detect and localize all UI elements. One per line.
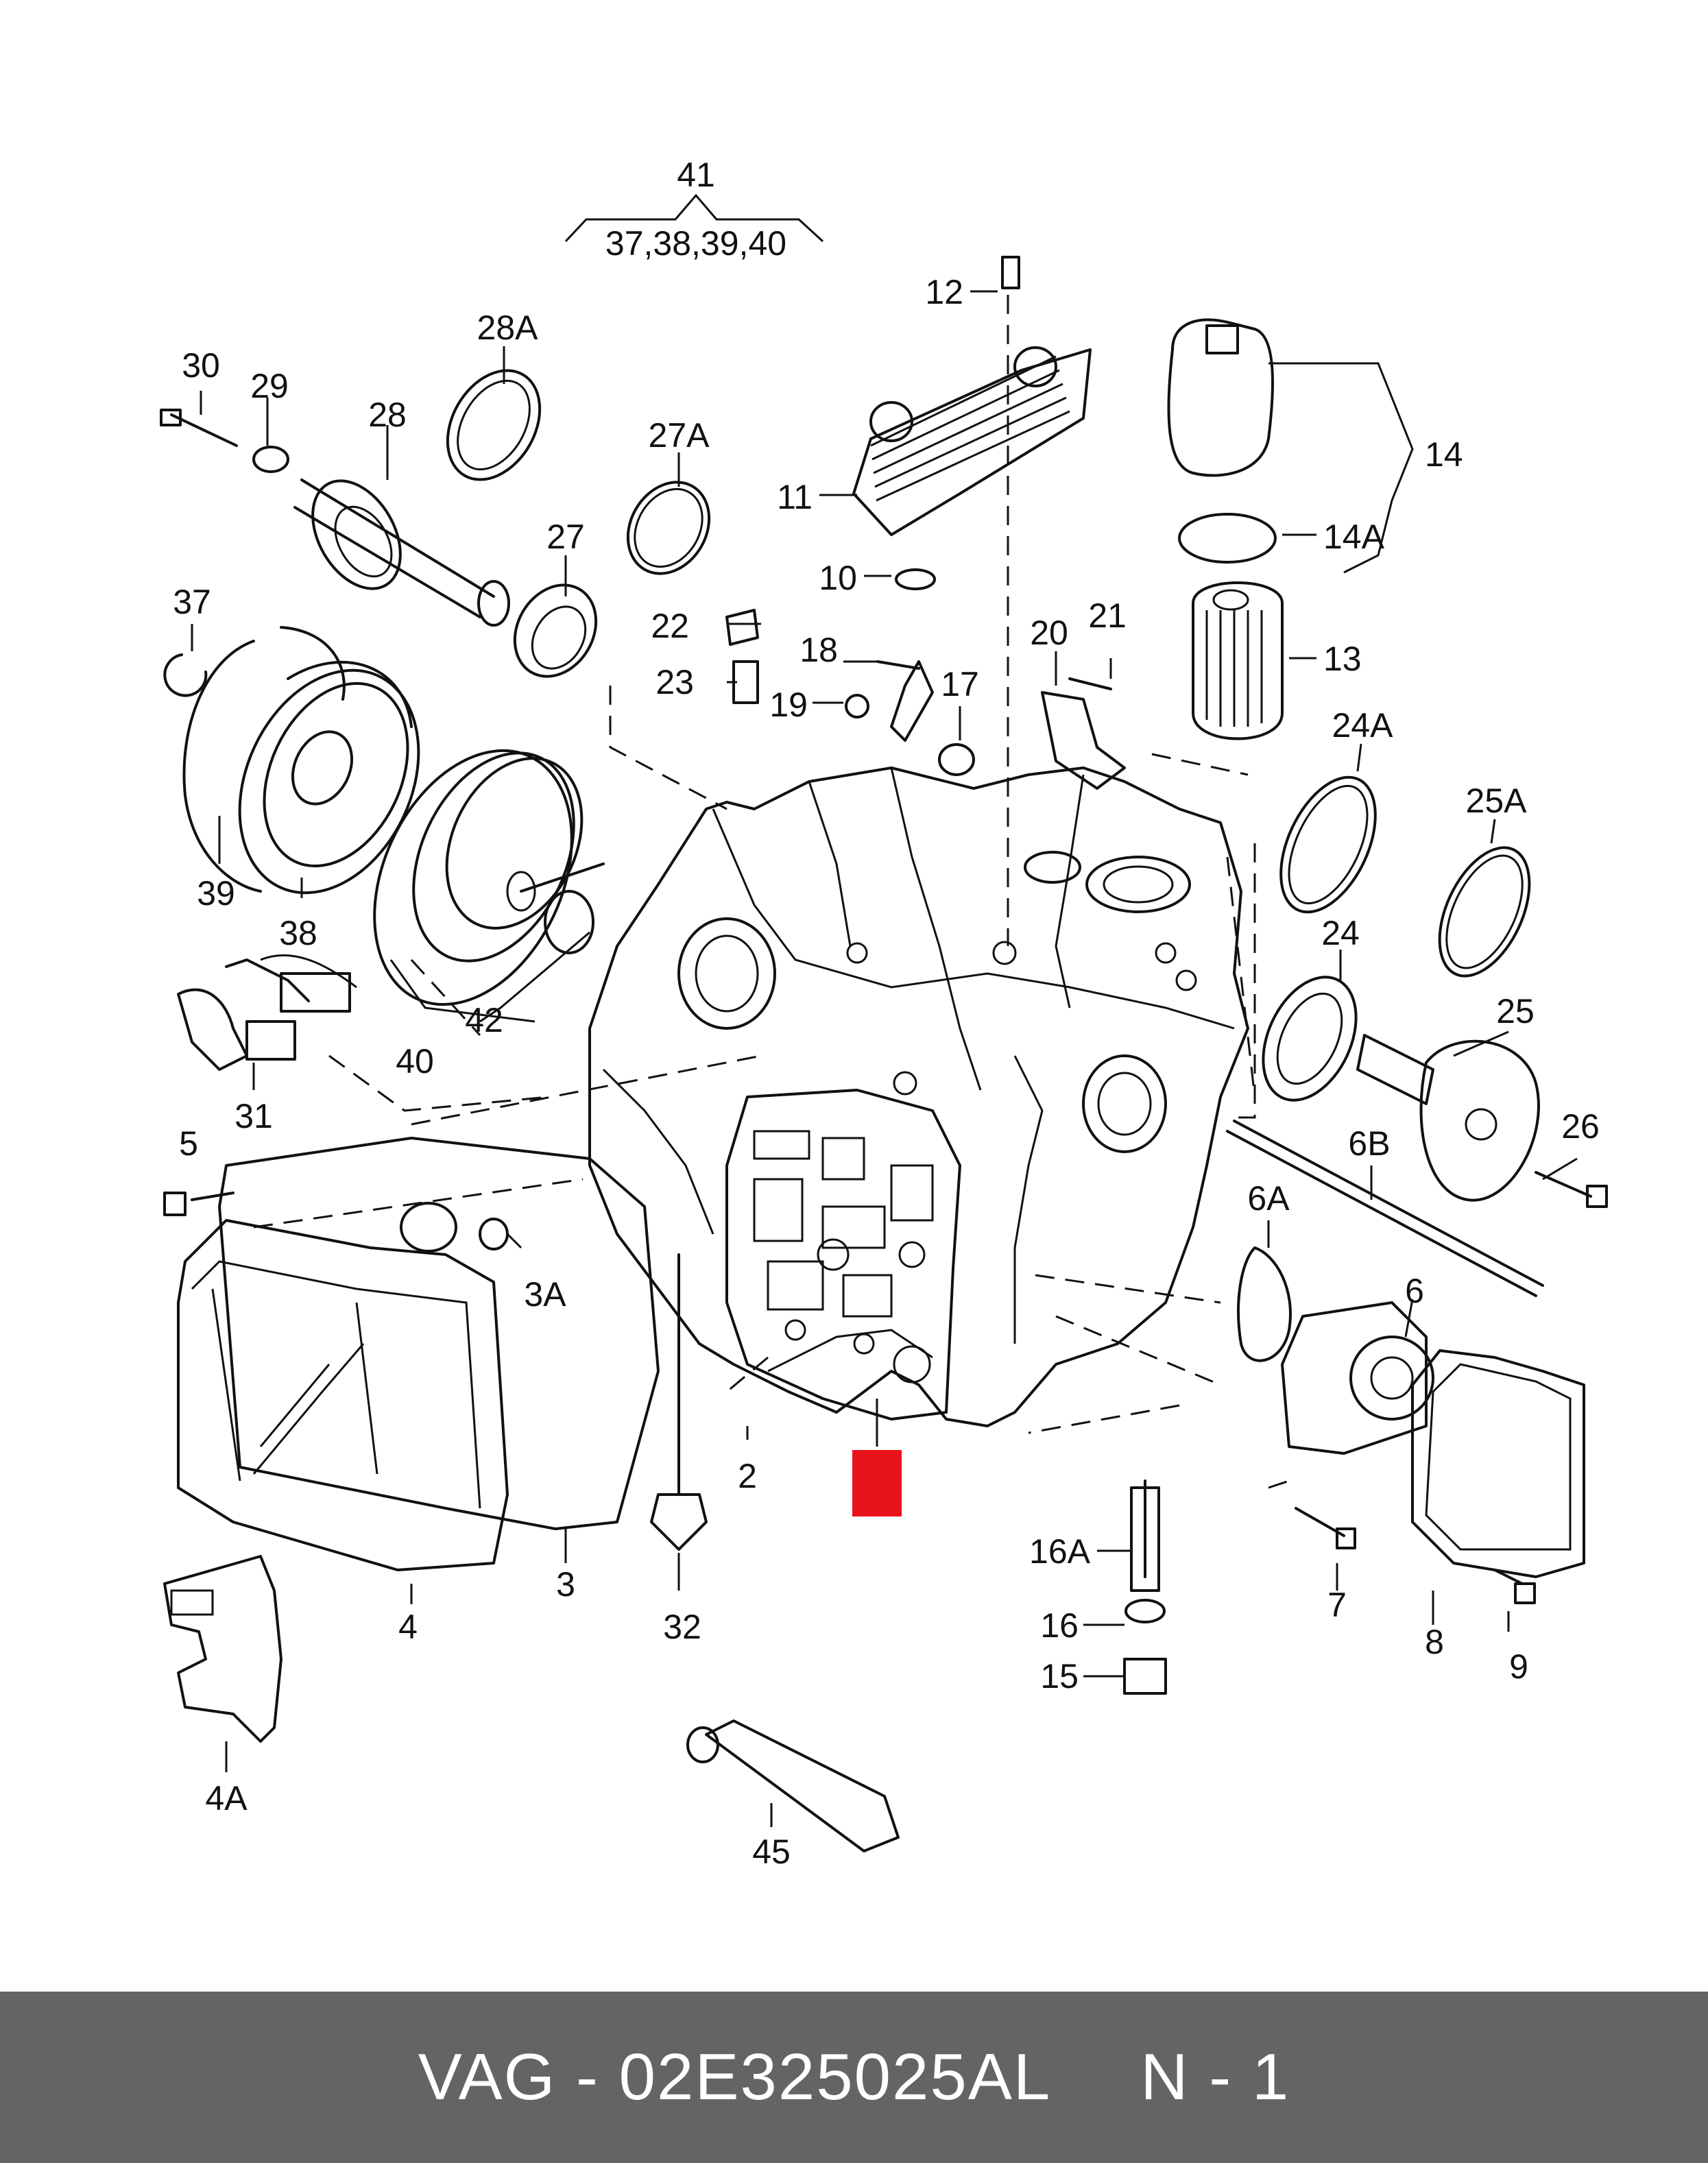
callout-6: 6 — [1405, 1272, 1424, 1310]
callout-14: 14 — [1425, 435, 1463, 474]
group-bracket-41 — [564, 193, 824, 243]
drain-plug — [1123, 1479, 1167, 1695]
callout-leaders — [191, 290, 1578, 1827]
callout-25: 25 — [1496, 992, 1535, 1030]
callout-15: 15 — [1040, 1657, 1079, 1695]
pump-assembly — [1237, 1246, 1585, 1604]
callout-10: 10 — [819, 559, 857, 597]
callout-25A: 25A — [1466, 782, 1528, 820]
highlight-marker — [852, 1450, 902, 1516]
callout-12: 12 — [925, 273, 963, 311]
callout-32: 32 — [663, 1608, 701, 1646]
shaft-6b — [1226, 1120, 1544, 1297]
callout-8: 8 — [1425, 1623, 1444, 1661]
callout-20: 20 — [1030, 614, 1068, 652]
part-number-footer: VAG - 02E325025AL N - 1 — [0, 1992, 1708, 2163]
callout-labels: 41 37,38,39,40 12 28A 30 29 28 27A 11 14… — [173, 156, 1600, 1871]
sensor-31 — [177, 954, 357, 1071]
callout-3: 3 — [556, 1565, 575, 1604]
input-shaft — [160, 369, 711, 678]
callout-23: 23 — [655, 663, 694, 701]
callout-40: 40 — [396, 1042, 434, 1080]
callout-3A: 3A — [524, 1275, 566, 1314]
screw-32 — [650, 1253, 708, 1551]
exploded-parts-diagram: 41 37,38,39,40 12 28A 30 29 28 27A 11 14… — [160, 156, 1608, 1871]
bracket-4a — [163, 1555, 282, 1743]
dash-separator: - — [576, 2040, 599, 2114]
callout-24A: 24A — [1332, 706, 1394, 745]
callout-6A: 6A — [1247, 1179, 1290, 1218]
callout-28: 28 — [368, 396, 407, 434]
footer-text: VAG - 02E325025AL N - 1 — [418, 2040, 1290, 2115]
callout-11: 11 — [777, 478, 813, 516]
oil-cooler — [852, 256, 1092, 590]
callout-45: 45 — [752, 1833, 791, 1871]
callout-39: 39 — [197, 874, 235, 913]
callout-38: 38 — [279, 914, 317, 952]
assembly-lines — [253, 295, 1290, 1489]
callout-6B: 6B — [1348, 1124, 1390, 1163]
callout-37-40: 37,38,39,40 — [605, 224, 786, 263]
callout-37: 37 — [173, 583, 211, 621]
callout-22: 22 — [651, 607, 689, 645]
callout-42: 42 — [465, 1001, 503, 1039]
callout-4A: 4A — [205, 1779, 248, 1817]
small-fittings — [725, 609, 1126, 790]
callout-5: 5 — [179, 1124, 198, 1163]
part-number: 02E325025AL — [618, 2040, 1052, 2114]
callout-29: 29 — [250, 367, 289, 405]
oil-filter-housing — [1167, 318, 1284, 740]
callout-16A: 16A — [1029, 1532, 1091, 1571]
callout-16: 16 — [1040, 1606, 1079, 1645]
mechatronic-valve-body — [725, 1089, 961, 1421]
callout-9: 9 — [1509, 1647, 1528, 1686]
callout-27: 27 — [546, 518, 585, 556]
callout-2: 2 — [738, 1457, 757, 1495]
callout-4: 4 — [398, 1608, 418, 1646]
callout-13: 13 — [1323, 640, 1362, 678]
callout-18: 18 — [799, 631, 838, 669]
callout-28A: 28A — [477, 309, 539, 347]
right-flange-assembly — [1262, 775, 1608, 1208]
diagram-position: N - 1 — [1140, 2040, 1290, 2114]
callout-24: 24 — [1321, 914, 1360, 952]
callout-31: 31 — [234, 1097, 273, 1135]
callout-30: 30 — [182, 346, 220, 385]
brand-label: VAG — [418, 2040, 557, 2114]
callout-21: 21 — [1088, 596, 1127, 635]
callout-27A: 27A — [649, 416, 710, 455]
callout-7: 7 — [1327, 1586, 1347, 1624]
callout-26: 26 — [1561, 1107, 1600, 1146]
callout-19: 19 — [769, 686, 808, 724]
callout-41: 41 — [677, 156, 715, 194]
callout-17: 17 — [941, 665, 979, 703]
oil-pan — [163, 1137, 660, 1571]
transmission-housing — [588, 766, 1249, 1427]
clutch-assembly — [163, 626, 605, 1006]
sealant-tube-45 — [686, 1719, 900, 1852]
callout-14A: 14A — [1323, 518, 1385, 556]
